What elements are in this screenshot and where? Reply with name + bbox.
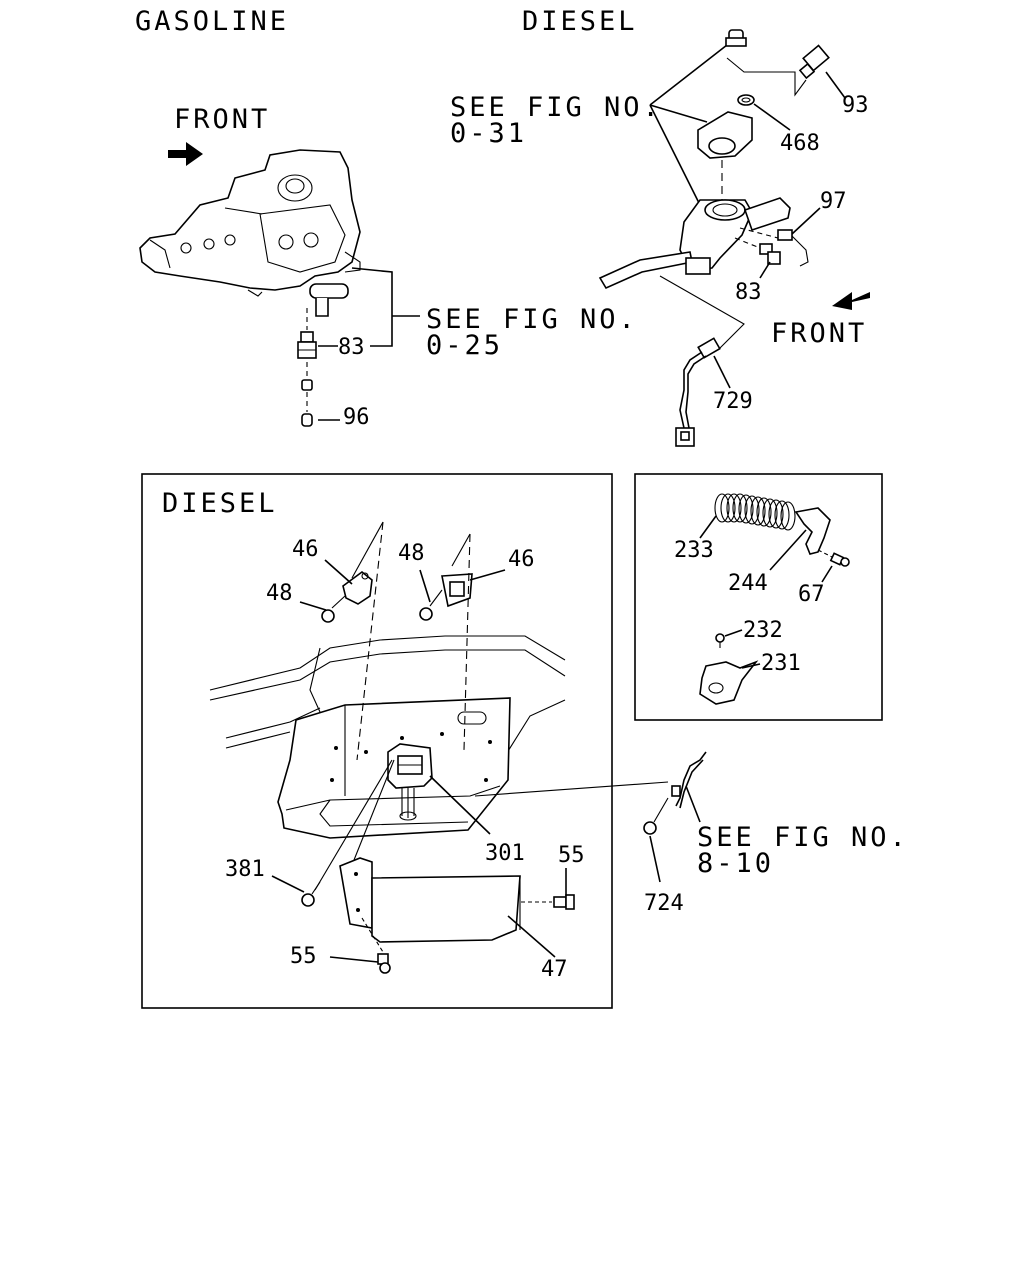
bolt-48-left [321, 595, 346, 623]
ref-fig-8-10-line2: 8-10 [697, 848, 774, 879]
relay-301 [387, 743, 433, 821]
diesel-switch-93 [798, 44, 830, 80]
diesel-sensor-83 [734, 237, 781, 265]
callout-box-301: 301 [485, 841, 525, 866]
callout-diesel-93: 93 [842, 93, 869, 118]
diesel-header: DIESEL [522, 6, 638, 37]
gasoline-header: GASOLINE [135, 6, 289, 37]
callout-right-67: 67 [798, 582, 825, 607]
callout-box-55-bottom: 55 [290, 944, 317, 969]
callout-diesel-83: 83 [735, 280, 762, 305]
callout-diesel-729: 729 [713, 389, 753, 414]
cover-47 [339, 857, 521, 943]
diesel-sensor-97 [739, 227, 809, 267]
relay-46-left [342, 570, 373, 605]
callout-outside-724: 724 [644, 891, 684, 916]
callout-right-244: 244 [728, 571, 768, 596]
bracket-244 [794, 507, 831, 555]
callout-gasoline-83: 83 [338, 335, 365, 360]
callout-box-48-left: 48 [266, 581, 293, 606]
ref-fig-8-10-line1: SEE FIG NO. [697, 822, 909, 853]
screw-67 [817, 549, 850, 567]
ref-fig-0-25-line2: 0-25 [426, 330, 503, 361]
callout-right-231: 231 [761, 651, 801, 676]
bolt-55-bottom [361, 917, 391, 974]
ref-fig-0-25-line1: SEE FIG NO. [426, 304, 638, 335]
diesel-water-outlet [598, 197, 791, 290]
front-arrow-right: FRONT [771, 292, 870, 349]
callout-box-46-right: 46 [508, 547, 535, 572]
gasoline-sensor-83 [297, 308, 317, 359]
callout-diesel-468: 468 [780, 131, 820, 156]
leader-729-bracket [659, 275, 745, 351]
callout-box-48-right: 48 [398, 541, 425, 566]
spring-233 [714, 493, 796, 531]
gasoline-gasket-96 [301, 362, 313, 427]
diesel-box-header: DIESEL [162, 488, 278, 519]
diesel-cap-fitting [725, 29, 747, 47]
dashed-guide-lines [351, 521, 471, 761]
diesel-sensor-729 [675, 337, 721, 447]
front-label-right: FRONT [771, 318, 867, 349]
bolt-55-right [521, 894, 575, 910]
ref-fig-0-31-line2: 0-31 [450, 118, 527, 149]
bolt-381 [301, 759, 395, 907]
leader-fig-0-31 [649, 44, 728, 206]
right-detail-box [634, 473, 883, 721]
bracket-fig-0-25 [318, 267, 420, 421]
wire-harness-724 [474, 751, 707, 835]
bracket-93 [726, 57, 807, 97]
bracket-231 [699, 660, 759, 705]
callout-diesel-97: 97 [820, 189, 847, 214]
vehicle-frame-structure [209, 635, 566, 839]
front-arrow-left: FRONT [168, 104, 270, 166]
callout-right-232: 232 [743, 618, 783, 643]
callout-gasoline-96: 96 [343, 405, 370, 430]
diesel-washer-468 [737, 94, 755, 106]
diesel-detail-box [141, 473, 613, 1009]
diesel-thermostat-housing [697, 111, 753, 159]
ref-fig-0-31-line1: SEE FIG NO. [450, 92, 662, 123]
callout-box-47: 47 [541, 957, 568, 982]
bolt-48-right [419, 589, 443, 621]
screw-232 [715, 633, 725, 648]
callout-right-233: 233 [674, 538, 714, 563]
callout-box-55-right: 55 [558, 843, 585, 868]
intake-manifold [139, 149, 361, 317]
callout-box-46-left: 46 [292, 537, 319, 562]
relay-46-right [441, 573, 473, 608]
front-label-left: FRONT [174, 104, 270, 135]
callout-box-381: 381 [225, 857, 265, 882]
